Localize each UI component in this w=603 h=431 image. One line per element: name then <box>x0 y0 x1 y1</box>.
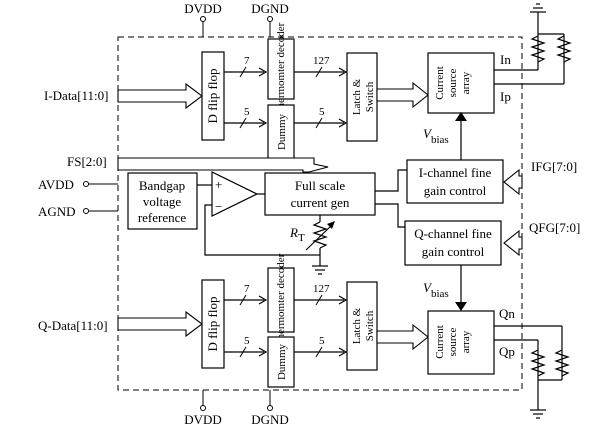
q-vbias-label: Vbias <box>423 280 449 300</box>
bandgap-label-1: Bandgap <box>139 178 185 193</box>
i-bus5b-label: 5 <box>319 106 325 118</box>
q-qn-label: Qn <box>499 306 515 321</box>
rt-ground-icon <box>312 265 328 275</box>
q-latch-block <box>346 281 378 371</box>
q-bus127-label: 127 <box>313 283 330 295</box>
i-gain-control-label-2: gain control <box>424 183 487 198</box>
ifg-label: IFG[7:0] <box>531 159 577 174</box>
i-ground-icon <box>530 3 546 13</box>
i-latch-csa-arrow <box>376 81 429 109</box>
i-load-resistor-1 <box>530 35 546 63</box>
i-thermo-block <box>267 38 295 100</box>
i-load-resistor-2 <box>556 35 572 63</box>
q-csa-label-2: source <box>447 328 459 357</box>
dvdd-top-label: DVDD <box>184 1 222 16</box>
q-bus7-label: 7 <box>244 283 250 295</box>
full-scale-label-1: Full scale <box>295 178 345 193</box>
i-csa-label-1: Current <box>434 66 446 100</box>
i-data-label: I-Data[11:0] <box>44 88 109 103</box>
q-qp-label: Qp <box>499 344 515 359</box>
bandgap-label-2: voltage <box>143 194 181 209</box>
i-ip-label: Ip <box>500 89 511 104</box>
q-thermo-block <box>267 267 295 333</box>
i-gain-control-block <box>406 159 504 204</box>
i-bus5-label: 5 <box>244 106 250 118</box>
i-in-label: In <box>500 52 511 67</box>
q-vbias-arrowhead <box>455 302 467 311</box>
q-csa-label-1: Current <box>434 325 446 359</box>
q-dff-block <box>201 279 225 369</box>
qfg-arrow <box>503 229 523 257</box>
q-csa-label-3: array <box>460 330 472 353</box>
i-dff-block <box>201 51 225 141</box>
i-dummy-label: Dummy <box>276 113 288 150</box>
i-bus127-label: 127 <box>313 55 330 67</box>
q-bus5-label: 5 <box>244 335 250 347</box>
opamp-symbol <box>211 171 259 217</box>
q-latch-label-1: Latch & <box>351 307 363 344</box>
agnd-label: AGND <box>38 204 76 219</box>
dgnd-bottom-label: DGND <box>251 412 289 427</box>
dvdd-top-pin <box>200 16 206 22</box>
i-csa-label-3: array <box>460 71 472 94</box>
q-latch-label-2: Switch <box>364 310 376 341</box>
avdd-pin <box>83 181 89 187</box>
agnd-pin <box>83 208 89 214</box>
full-scale-current-gen-block <box>264 172 376 216</box>
rt-variable-arrow <box>305 224 333 251</box>
q-latch-csa-arrow <box>376 323 429 351</box>
i-dff-label: D flip flop <box>205 69 220 124</box>
i-vbias-label: Vbias <box>423 126 449 146</box>
i-data-arrow <box>117 82 203 110</box>
q-gain-control-label-2: gain control <box>422 244 485 259</box>
dgnd-bottom-pin <box>267 405 273 411</box>
fs-arrow <box>117 157 329 173</box>
i-vbias-arrowhead <box>455 112 467 121</box>
q-gain-control-block <box>404 220 502 266</box>
q-ground-icon <box>530 409 546 419</box>
dvdd-bottom-label: DVDD <box>184 412 222 427</box>
i-bus7-label: 7 <box>244 55 250 67</box>
bandgap-label-3: reference <box>138 210 187 225</box>
rt-label: RT <box>289 225 305 244</box>
q-thermo-label: Thermomter decoder <box>275 253 287 346</box>
dvdd-bottom-pin <box>200 405 206 411</box>
q-gain-control-label-1: Q-channel fine <box>414 226 492 241</box>
chip-boundary <box>117 36 523 391</box>
q-load-resistor-2 <box>554 349 570 377</box>
dgnd-top-pin <box>267 16 273 22</box>
q-dummy-block <box>267 336 295 388</box>
i-csa-block <box>427 52 495 114</box>
q-data-arrow <box>117 310 203 338</box>
i-gain-control-label-1: I-channel fine <box>419 165 492 180</box>
i-latch-label-1: Latch & <box>351 78 363 115</box>
q-dff-label: D flip flop <box>205 297 220 352</box>
q-csa-block <box>427 310 495 375</box>
qfg-label: QFG[7:0] <box>529 220 580 235</box>
i-latch-block <box>346 52 378 142</box>
q-data-label: Q-Data[11:0] <box>38 318 108 333</box>
i-csa-label-2: source <box>447 69 459 98</box>
q-bus5b-label: 5 <box>319 335 325 347</box>
fs-label: FS[2:0] <box>67 154 107 169</box>
q-load-resistor-1 <box>530 349 546 377</box>
i-thermo-label: Thermomter decoder <box>275 22 287 115</box>
avdd-label: AVDD <box>38 177 74 192</box>
rt-resistor <box>312 221 328 249</box>
dgnd-top-label: DGND <box>251 1 289 16</box>
q-dummy-label: Dummy <box>276 343 288 380</box>
i-latch-label-2: Switch <box>364 81 376 112</box>
opamp-minus-label: − <box>215 199 222 214</box>
full-scale-label-2: current gen <box>291 195 350 210</box>
bandgap-block <box>127 172 198 230</box>
opamp-plus-label: + <box>215 177 222 192</box>
ifg-arrow <box>503 168 523 196</box>
